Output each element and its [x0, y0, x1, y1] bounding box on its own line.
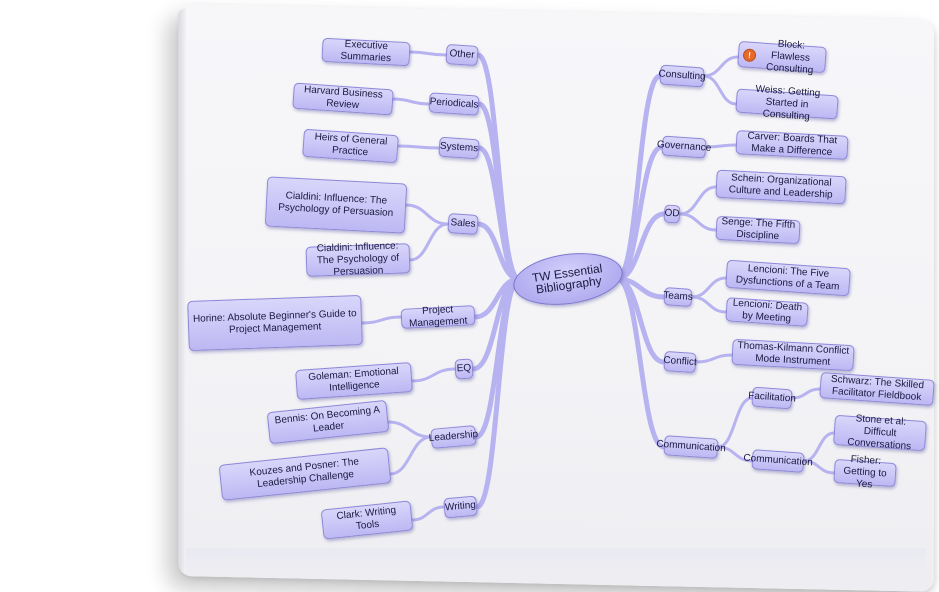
card-edge [178, 8, 186, 572]
connector [802, 459, 836, 475]
connector [474, 276, 522, 510]
leaf-weiss-getting-started[interactable]: Weiss: Getting Started in Consulting [735, 84, 839, 123]
branch-governance[interactable]: Governance [656, 135, 712, 159]
branch-other[interactable]: Other [445, 43, 479, 67]
leaf-richardson-perfect-selling[interactable]: Cialdini: Influence: The Psychology of P… [305, 241, 411, 278]
warning-icon: ! [742, 47, 757, 62]
sub-branch-communication[interactable]: Communication [743, 449, 813, 473]
connector [790, 387, 822, 400]
connector [408, 222, 450, 262]
connector [704, 143, 738, 149]
connector [716, 396, 754, 449]
branch-periodicals[interactable]: Periodicals [428, 92, 480, 116]
connector [702, 55, 740, 78]
branch-conflict[interactable]: Conflict [663, 350, 697, 374]
connector [678, 185, 718, 216]
branch-sales[interactable]: Sales [447, 212, 479, 236]
branch-project-management[interactable]: Project Management [400, 304, 476, 330]
sub-branch-facilitation[interactable]: Facilitation [748, 386, 796, 410]
connector [386, 420, 433, 439]
leaf-fisher-getting-to-yes[interactable]: Fisher: Getting to Yes [833, 454, 897, 491]
connector [388, 435, 433, 476]
branch-consulting[interactable]: Consulting [658, 64, 706, 88]
connector [408, 50, 448, 57]
leaf-executive-summaries[interactable]: Executive Summaries [321, 37, 411, 67]
branch-teams[interactable]: Teams [663, 287, 693, 307]
leaf-horine-project-management[interactable]: Horine: Absolute Beginner's Guide to Pro… [187, 294, 363, 352]
connector [678, 212, 718, 232]
leaf-senge-fifth-discipline[interactable]: Senge: The Fifth Discipline [715, 215, 801, 245]
connector [614, 144, 665, 282]
branch-systems[interactable]: Systems [438, 136, 480, 160]
branch-writing[interactable]: Writing [443, 495, 478, 519]
leaf-block-label: Block: Flawless Consulting [765, 38, 814, 77]
connector [690, 276, 728, 299]
leaf-stone-difficult-conversations[interactable]: Stone et al: Difficult Conversations [833, 413, 927, 452]
connector [702, 74, 738, 106]
connector [410, 505, 446, 522]
branch-communication[interactable]: Communication [656, 435, 726, 459]
branch-od[interactable]: OD [663, 204, 681, 224]
connector [396, 144, 441, 150]
connector [410, 367, 457, 383]
leaf-cialdini-influence[interactable]: Cialdini: Influence: The Psychology of P… [264, 176, 408, 234]
connector [614, 276, 667, 450]
card-reflection [186, 548, 926, 578]
branch-eq[interactable]: EQ [454, 358, 474, 380]
connector [476, 145, 522, 282]
connector [694, 353, 734, 364]
connector [404, 203, 450, 226]
connector [614, 211, 667, 282]
connector [391, 97, 431, 106]
connector [690, 295, 728, 314]
connector [716, 445, 754, 463]
connector [360, 315, 403, 325]
branch-leadership[interactable]: Leadership [428, 425, 479, 449]
